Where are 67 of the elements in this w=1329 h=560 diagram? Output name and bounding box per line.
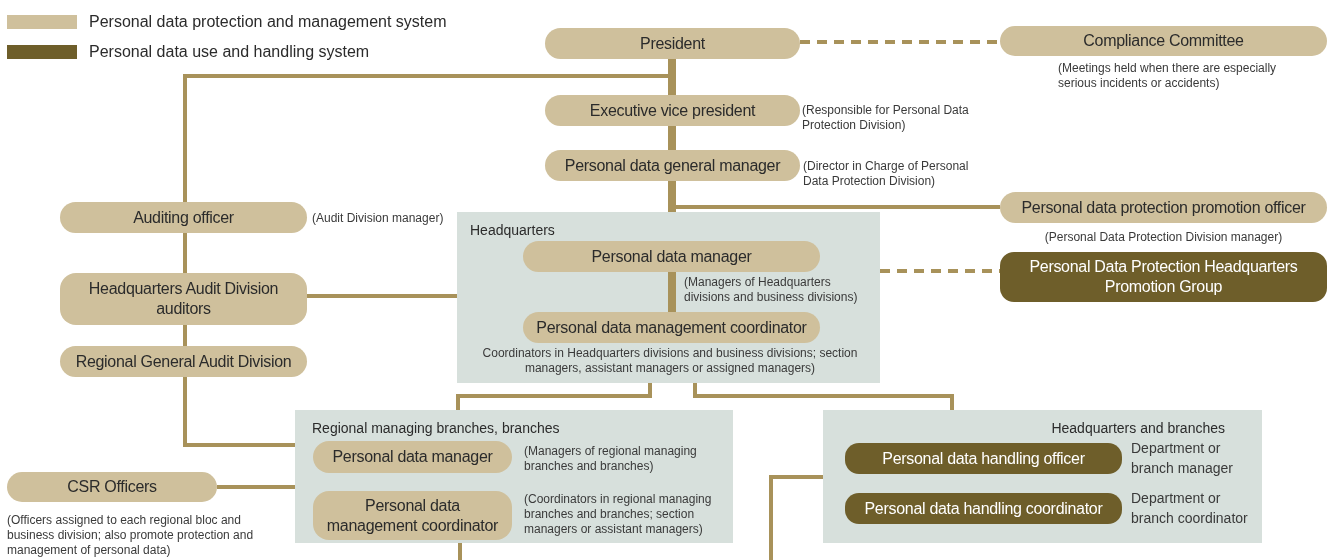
connector-line [183, 377, 295, 447]
role-box [1000, 26, 1327, 56]
legend-text: Personal data use and handling system [89, 42, 370, 62]
role-label: Personal data management coordinator [325, 495, 500, 536]
role-label: Headquarters Audit Division auditors [87, 279, 280, 319]
connector-line [668, 59, 676, 95]
role-box [845, 443, 1122, 474]
connector-line [183, 325, 187, 346]
connector-line [693, 383, 954, 410]
role-label: Personal data handling officer [881, 448, 1086, 469]
role-label: Personal data handling coordinator [863, 498, 1104, 519]
connector-line [800, 40, 1000, 44]
role-label: Personal Data Protection Headquarters Promotion Group [1028, 257, 1299, 297]
group-heading: Headquarters [470, 221, 555, 240]
group-heading: Headquarters and branches [1051, 419, 1225, 438]
connector-line [769, 475, 823, 560]
note-text: (Personal Data Protection Division manager) [1043, 230, 1284, 245]
group-panel [457, 212, 880, 383]
role-box [313, 491, 512, 540]
connector-line [458, 543, 462, 560]
note-text: (Meetings held when there are especially serious incidents or accidents) [1058, 61, 1278, 91]
note-text: (Director in Charge of Personal Data Protection Division) [803, 159, 970, 189]
role-box [1000, 252, 1327, 302]
role-box [60, 346, 307, 377]
group-panel [823, 410, 1262, 543]
role-box [1000, 192, 1327, 223]
connector-line [668, 272, 676, 312]
role-box [313, 441, 512, 473]
role-box [60, 202, 307, 233]
role-label: CSR Officers [66, 477, 158, 497]
note-text: (Managers of Headquarters divisions and business divisions) [684, 275, 859, 305]
role-box [845, 493, 1122, 524]
note-text: Department or branch manager [1131, 439, 1234, 478]
role-label: Personal data management coordinator [535, 317, 808, 338]
group-heading: Regional managing branches, branches [312, 419, 560, 438]
role-box [523, 312, 820, 343]
note-text: (Audit Division manager) [312, 211, 445, 226]
role-label: Personal data manager [331, 447, 494, 467]
role-label: Executive vice president [588, 100, 757, 121]
connector-line [183, 233, 187, 273]
role-box [545, 28, 800, 59]
connector-line [668, 181, 676, 212]
note-text: (Officers assigned to each regional bloc and business division; also promote protection and management of personal data) [7, 513, 255, 558]
role-label: Compliance Committee [1082, 31, 1245, 51]
note-text: (Managers of regional managing branches and branches) [524, 444, 698, 474]
role-box [545, 150, 800, 181]
role-label: Personal data manager [590, 246, 753, 267]
role-label: President [639, 33, 706, 54]
note-text: Department or branch coordinator [1131, 489, 1249, 528]
role-label: Regional General Audit Division [74, 351, 293, 372]
connector-line [668, 126, 676, 150]
group-panel [295, 410, 733, 543]
note-text: (Coordinators in regional managing branches and branches; section managers or assistant managers) [524, 492, 713, 537]
note-text: Coordinators in Headquarters divisions and business divisions; section managers, assistant managers or assigned managers) [481, 346, 859, 376]
role-label: Personal data general manager [563, 155, 782, 176]
legend-text: Personal data protection and management system [89, 12, 447, 32]
role-box [60, 273, 307, 325]
role-box [545, 95, 800, 126]
connector-line [456, 383, 652, 410]
role-label: Personal data protection promotion officer [1020, 197, 1307, 218]
role-label: Auditing officer [132, 207, 235, 228]
role-box [523, 241, 820, 272]
role-box [7, 472, 217, 502]
connector-line [217, 485, 295, 489]
connector-line [880, 269, 1000, 273]
connector-line [307, 294, 457, 298]
note-text: (Responsible for Personal Data Protection Division) [802, 103, 970, 133]
